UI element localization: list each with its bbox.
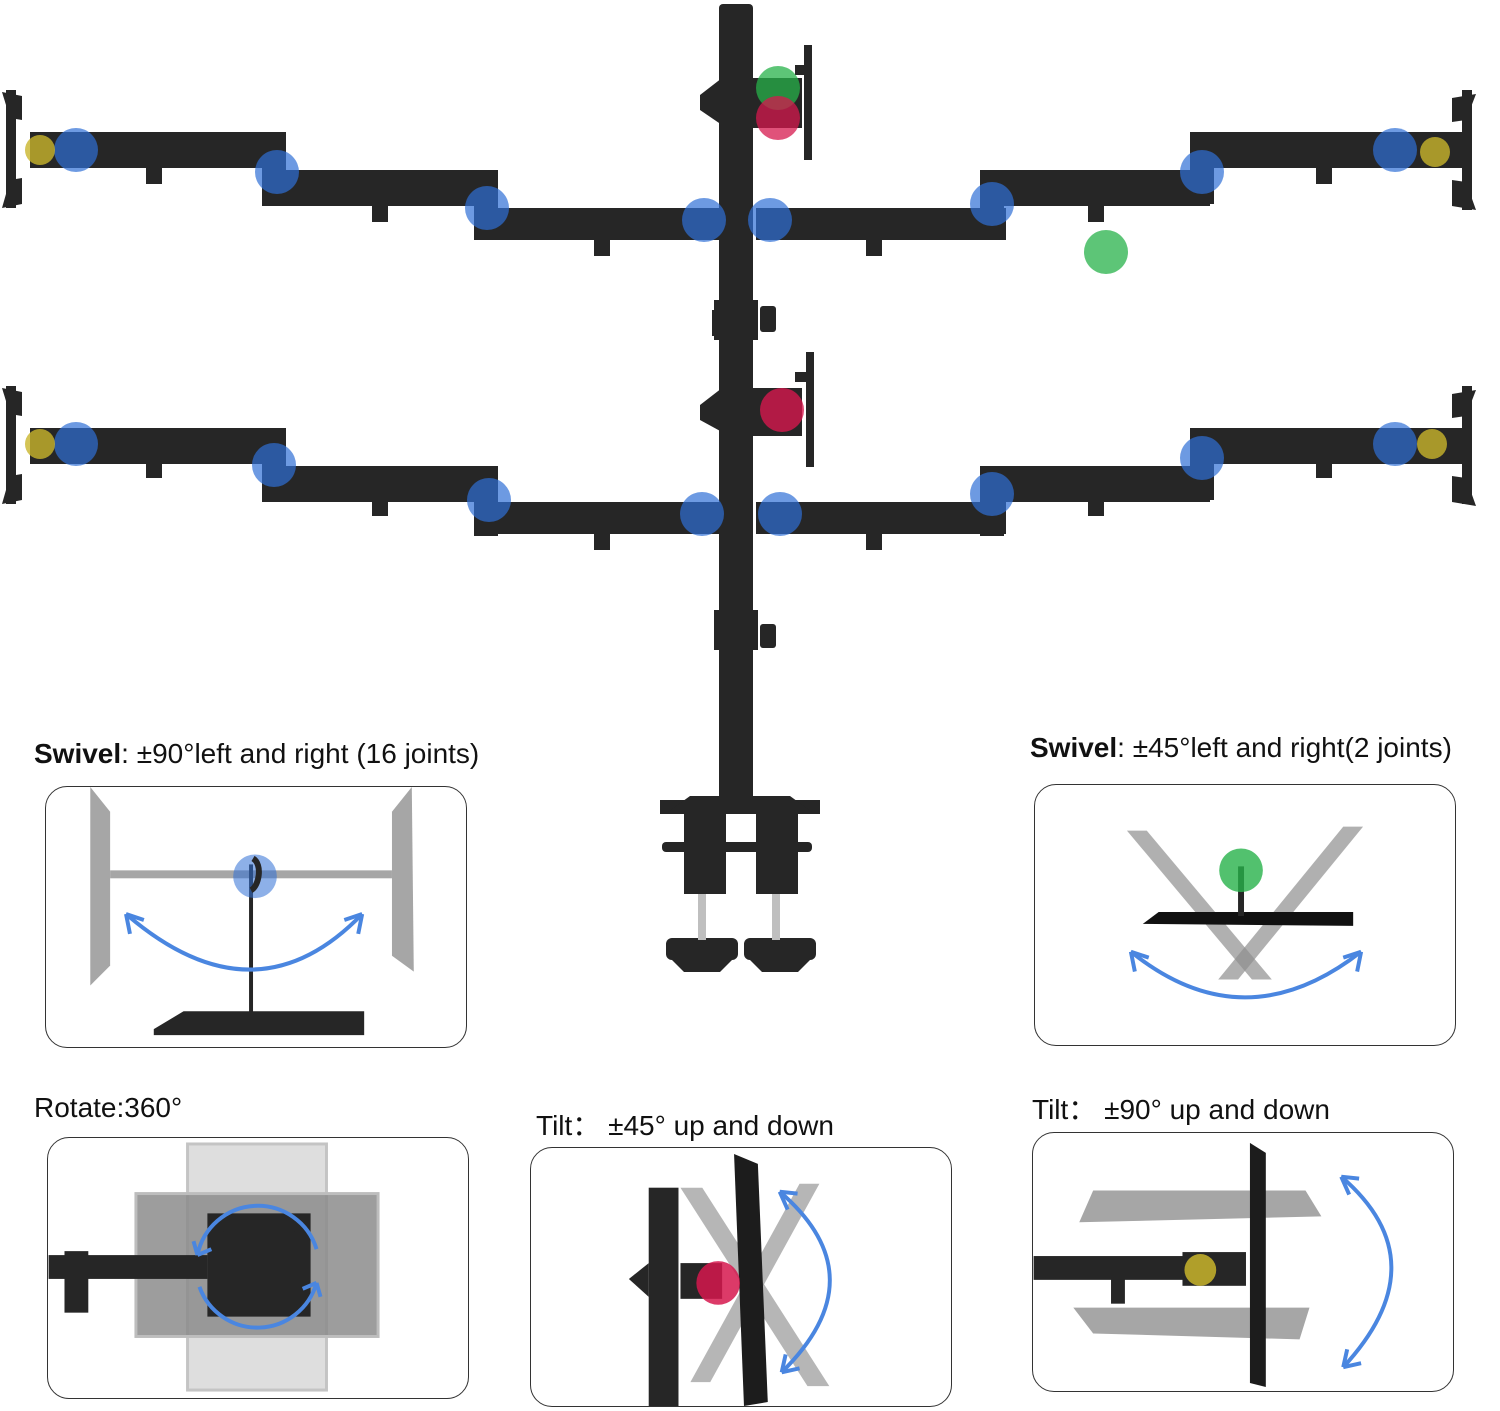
- tilt-arrow-icon: [1339, 1175, 1394, 1369]
- lower-left-arm: [2, 386, 724, 550]
- upper-right-arm: [756, 90, 1476, 256]
- caption-tilt-45: Tilt： ±45° up and down: [536, 1110, 834, 1141]
- rotate-arrow-icon: [195, 1203, 319, 1256]
- panel-tilt-90: [1032, 1132, 1454, 1392]
- caption-label: Swivel: [1030, 732, 1118, 763]
- swivel-arrow-icon: [1129, 950, 1363, 1000]
- lower-right-arm: [756, 386, 1476, 550]
- caption-swivel-2-joints: Swivel: ±45°left and right(2 joints): [1030, 732, 1452, 763]
- panel-swivel-16-joints: [45, 786, 467, 1048]
- caption-text: ±90°left and right (16 joints): [128, 738, 480, 769]
- swivel-joint: [233, 854, 277, 899]
- caption-rotate: Rotate:360°: [34, 1092, 183, 1123]
- top-tilt-head: [700, 45, 812, 160]
- caption-text: 360°: [124, 1092, 183, 1123]
- top-tilt-joint: [756, 96, 800, 140]
- tilt-arrow-icon: [778, 1190, 832, 1374]
- caption-text: ±45° up and down: [600, 1110, 834, 1141]
- caption-swivel-16-joints: Swivel: ±90°left and right (16 joints): [34, 738, 480, 769]
- side-swivel-joint: [1084, 230, 1128, 274]
- middle-tilt-joint: [760, 388, 804, 432]
- caption-label: Rotate: [34, 1092, 117, 1123]
- monitor-mount-illustration: [2, 4, 1476, 972]
- caption-text: ±90° up and down: [1096, 1094, 1330, 1125]
- caption-text: ±45°left and right(2 joints): [1124, 732, 1452, 763]
- caption-tilt-90: Tilt： ±90° up and down: [1032, 1094, 1330, 1125]
- upper-left-arm: [2, 90, 724, 256]
- panel-swivel-2-joints: [1034, 784, 1456, 1046]
- swivel-arrow-icon: [124, 912, 364, 972]
- panel-tilt-45: [530, 1147, 952, 1407]
- swivel-joints: [54, 128, 1417, 536]
- caption-label: Tilt: [1032, 1094, 1069, 1125]
- center-pole: [712, 4, 776, 804]
- clamp-screws: [698, 894, 780, 940]
- panel-rotate: [47, 1137, 469, 1399]
- rotate-arrow-icon: [197, 1282, 319, 1330]
- tilt-joint: [696, 1261, 741, 1305]
- desk-clamp: [660, 796, 820, 972]
- caption-label: Swivel: [34, 738, 122, 769]
- rotate-joints: [25, 135, 1450, 459]
- caption-label: Tilt: [536, 1110, 573, 1141]
- rotate-joint: [1184, 1254, 1217, 1286]
- swivel-joint: [1219, 848, 1263, 893]
